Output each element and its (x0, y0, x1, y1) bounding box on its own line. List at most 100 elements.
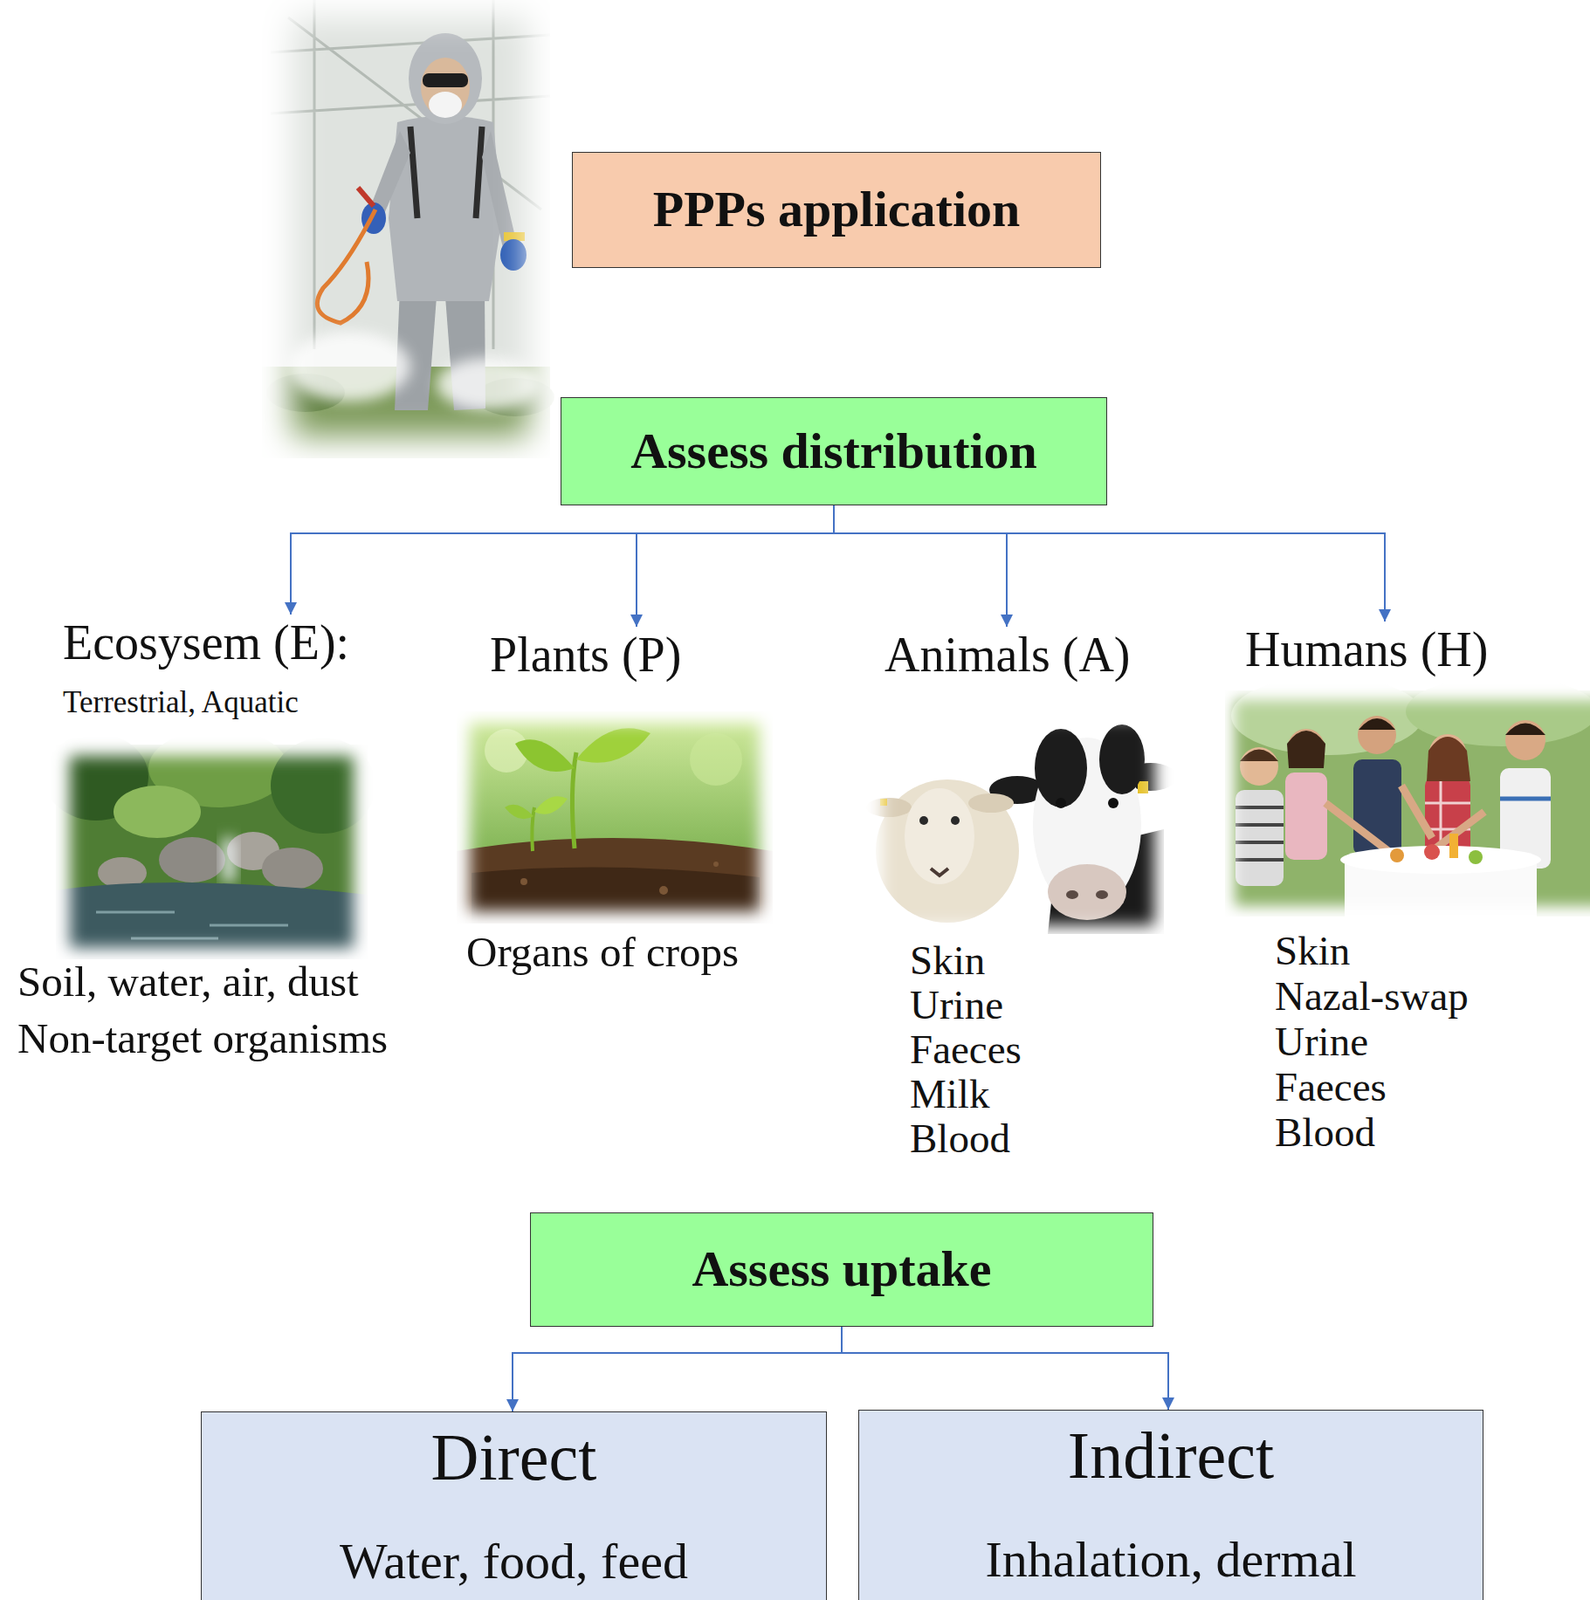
sprayer-photo (371, 130, 411, 214)
node-label: Faeces (1274, 1063, 1387, 1111)
picnic-photo (1231, 676, 1424, 756)
node-label: Faeces (909, 1025, 1022, 1074)
node-heading: Direct (431, 1419, 598, 1496)
pond-photo (270, 737, 376, 834)
sprayer-photo (420, 57, 470, 118)
process-box: Assess distribution (560, 397, 1108, 506)
node-heading: Assess distribution (630, 422, 1038, 482)
sprout-photo (456, 711, 773, 924)
livestock-photo (866, 798, 912, 818)
sprout-photo (576, 728, 651, 763)
livestock-photo (1047, 864, 1127, 921)
process-box: IndirectInhalation, dermal (858, 1410, 1484, 1600)
sprayer-photo (316, 209, 376, 324)
picnic-photo (1505, 720, 1546, 761)
sprout-photo (531, 807, 535, 852)
picnic-photo (1235, 790, 1284, 887)
sprout-photo (504, 805, 534, 820)
sprayer-photo (270, 0, 551, 350)
picnic-photo (1424, 844, 1440, 861)
flow-arrow (833, 505, 1007, 627)
sprout-photo (520, 878, 528, 886)
pond-photo (43, 729, 376, 960)
node-label: Inhalation, dermal (984, 1531, 1356, 1590)
category-group: Animals (A)SkinUrineFaecesMilkBlood (868, 626, 1175, 1169)
pond-photo (222, 838, 235, 882)
sprayer-photo (261, 0, 551, 459)
process-box: DirectWater, food, feed (200, 1411, 827, 1600)
livestock-photo (866, 708, 1178, 935)
node-label: Organs of crops (466, 928, 739, 978)
sprayer-photo (428, 91, 462, 118)
node-heading: Ecosysem (E): (62, 614, 350, 671)
pond-photo (96, 912, 289, 939)
node-heading: PPPs application (653, 180, 1021, 240)
picnic-photo (1340, 846, 1542, 875)
picnic-photo (1285, 772, 1328, 861)
livestock-photo (1066, 890, 1079, 900)
livestock-photo (1034, 729, 1088, 808)
sprayer-photo (288, 331, 542, 411)
node-label: Blood (1274, 1108, 1376, 1157)
picnic-photo (1235, 807, 1284, 861)
livestock-photo (880, 798, 888, 806)
node-heading: Animals (A) (884, 626, 1131, 683)
flow-arrow (512, 1327, 842, 1412)
pond-photo (55, 882, 368, 960)
node-label: Nazal-swap (1274, 972, 1469, 1020)
sprout-photo (534, 796, 568, 815)
node-label: Urine (1274, 1018, 1369, 1066)
sprayer-photo (500, 239, 527, 271)
node-label: Skin (909, 936, 985, 985)
sprout-photo (456, 711, 773, 924)
pond-photo (261, 847, 324, 890)
node-label: Non-target organisms (17, 1014, 388, 1064)
category-group: Humans (H)SkinNazal-swapUrineFaecesBlood (1222, 621, 1585, 1164)
flow-arrow (841, 1327, 1169, 1411)
picnic-photo (1468, 850, 1483, 865)
livestock-photo (950, 816, 960, 826)
picnic-photo (1239, 750, 1279, 763)
flow-arrow (833, 505, 1385, 622)
sprout-photo (515, 739, 575, 772)
pond-photo (158, 837, 226, 883)
picnic-photo (1358, 718, 1396, 730)
flow-arrow (636, 505, 834, 627)
sprayer-photo (408, 33, 482, 124)
node-label: Urine (909, 981, 1004, 1029)
sprayer-photo (422, 73, 469, 88)
livestock-photo (872, 708, 1164, 935)
sprout-photo (689, 733, 743, 786)
node-label: Terrestrial, Aquatic (62, 685, 299, 721)
livestock-photo (919, 816, 929, 826)
sprayer-photo (436, 357, 542, 411)
category-group: Ecosysem (E): Terrestrial, AquaticSoil, w… (13, 614, 450, 1078)
picnic-photo (1239, 747, 1279, 786)
node-label: Soil, water, air, dust (17, 957, 359, 1007)
node-heading: Indirect (1067, 1417, 1274, 1494)
sprayer-photo (410, 126, 482, 219)
category-group: Plants (P) Organs of crops (454, 626, 778, 985)
livestock-photo (1108, 798, 1119, 809)
livestock-photo (1095, 890, 1109, 900)
picnic-photo (1390, 848, 1405, 863)
node-heading: Plants (P) (489, 626, 682, 683)
sprout-photo (471, 867, 760, 924)
livestock-photo (904, 788, 975, 885)
livestock-photo (930, 868, 949, 876)
pond-photo (113, 785, 201, 839)
node-label: Water, food, feed (339, 1533, 689, 1592)
sprout-photo (659, 886, 668, 895)
picnic-photo (1505, 723, 1546, 737)
livestock-photo (1055, 798, 1067, 809)
livestock-photo (1099, 724, 1145, 795)
process-box: PPPs application (571, 151, 1102, 269)
picnic-photo (1426, 736, 1471, 782)
picnic-photo (1357, 715, 1397, 755)
picnic-photo (1449, 833, 1459, 859)
sprout-photo (713, 861, 719, 868)
node-label: Blood (909, 1115, 1011, 1163)
sprayer-photo (288, 331, 411, 402)
picnic-photo (1287, 730, 1326, 769)
